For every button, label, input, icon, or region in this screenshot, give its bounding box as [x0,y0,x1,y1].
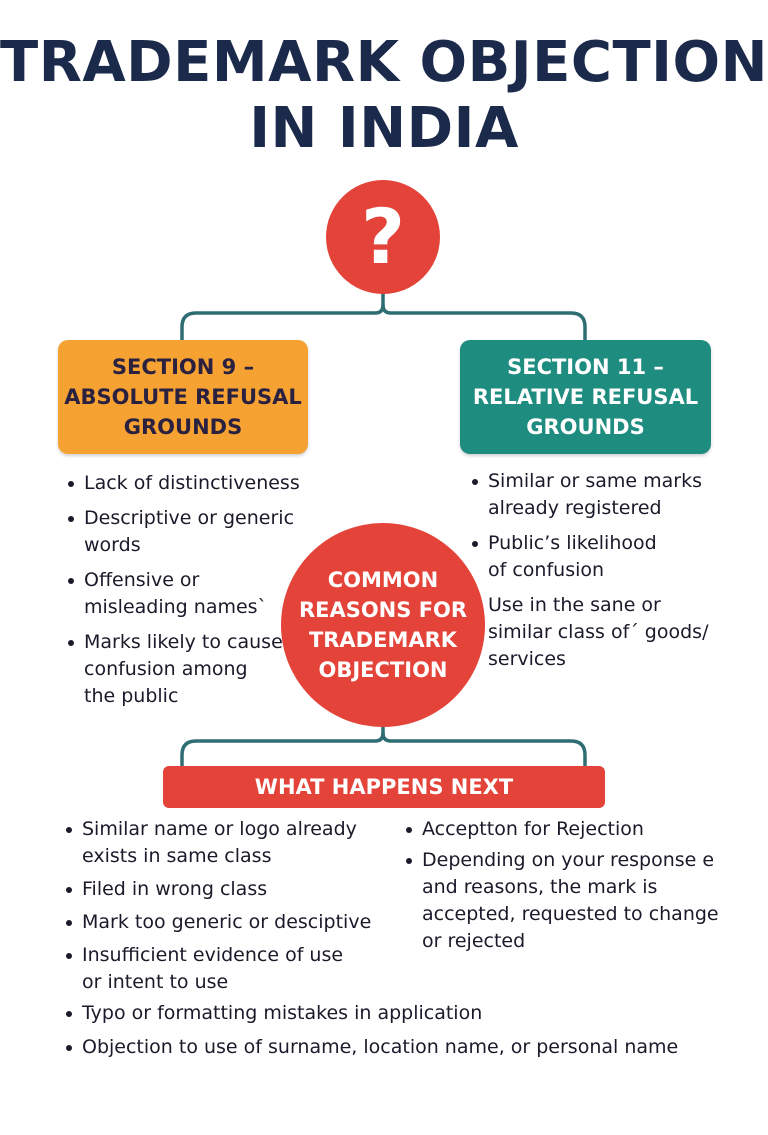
list-item: Depending on your response e and reasons… [404,847,724,955]
section-9-box: SECTION 9 – ABSOLUTE REFUSAL GROUNDS [58,340,308,454]
reasons-list-full: Typo or formatting mistakes in applicati… [64,1000,744,1069]
list-item-line: Mark too generic or desciptive [82,911,372,933]
center-line: OBJECTION [318,658,448,682]
section-11-heading-line: RELATIVE REFUSAL [472,385,699,409]
list-item: Public’s likelihood of confusion [470,530,730,584]
top-connector [180,292,385,342]
top-connector-right [381,303,587,342]
list-item-line: of confusion [488,559,605,581]
title-line-2: IN INDIA [249,96,519,161]
list-item-line: or intent to use [82,971,229,993]
section-9-list: Lack of distinctiveness Descriptive or g… [66,470,316,718]
list-item-line: accepted, requested to change [422,903,719,925]
list-item-line: and reasons, the mark is [422,876,658,898]
section-9-heading-line: SECTION 9 – [111,355,255,379]
list-item-line: confusion among [84,658,248,680]
list-item-line: Marks likely to cause [84,631,283,653]
section-11-box: SECTION 11 – RELATIVE REFUSAL GROUNDS [460,340,711,454]
bottom-connector-right [381,731,587,768]
list-item: Offensive or misleading names` [66,567,316,621]
list-item-line: Depending on your response e [422,849,715,871]
list-item-line: already registered [488,497,662,519]
reasons-list-left: Similar name or logo already exists in s… [64,816,424,1002]
list-item: Use in the sane or similar class of´ goo… [470,592,730,673]
list-item: Filed in wrong class [64,876,424,903]
list-item-line: Lack of distinctiveness [84,472,300,494]
list-item: Objection to use of surname, location na… [64,1034,744,1061]
list-item-line: similar class of´ goods/ [488,621,709,643]
list-item-line: Filed in wrong class [82,878,268,900]
next-steps-list: Acceptton for Rejection Depending on you… [404,816,724,963]
list-item: Acceptton for Rejection [404,816,724,843]
list-item: Mark too generic or desciptive [64,909,424,936]
common-reasons-circle: COMMON REASONS FOR TRADEMARK OBJECTION [281,523,485,727]
section-11-list: Similar or same marks already registered… [470,468,730,681]
list-item-line: misleading names` [84,596,268,618]
section-9-heading-line: GROUNDS [123,415,243,439]
list-item: Lack of distinctiveness [66,470,316,497]
list-item-line: Similar name or logo already [82,818,357,840]
section-11-heading-line: SECTION 11 – [507,355,664,379]
center-line: TRADEMARK [308,628,458,652]
list-item-line: the public [84,685,179,707]
list-item-line: Similar or same marks [488,470,703,492]
list-item-line: services [488,648,566,670]
bottom-connector [180,725,385,768]
section-11-heading-line: GROUNDS [526,415,645,439]
list-item-line: Offensive or [84,569,200,591]
page-title: TRADEMARK OBJECTION IN INDIA [0,30,768,162]
list-item-line: Public’s likelihood [488,532,657,554]
list-item-line: Descriptive or generic [84,507,295,529]
list-item-line: Insufficient evidence of use [82,944,344,966]
center-line: COMMON [327,568,439,592]
list-item: Descriptive or generic words [66,505,316,559]
list-item-line: Use in the sane or [488,594,661,616]
list-item-line: or rejected [422,930,526,952]
list-item-line: Objection to use of surname, location na… [82,1036,679,1058]
list-item: Marks likely to cause confusion among th… [66,629,316,710]
list-item-line: Typo or formatting mistakes in applicati… [82,1002,483,1024]
list-item: Similar name or logo already exists in s… [64,816,424,870]
question-circle: ? [326,180,440,294]
center-line: REASONS FOR [298,598,468,622]
list-item-line: words [84,534,141,556]
section-9-heading-line: ABSOLUTE REFUSAL [64,385,302,409]
list-item-line: Acceptton for Rejection [422,818,644,840]
list-item-line: exists in same class [82,845,272,867]
title-line-1: TRADEMARK OBJECTION [0,30,768,95]
what-happens-next-bar: WHAT HAPPENS NEXT [163,766,605,808]
list-item: Insufficient evidence of use or intent t… [64,942,424,996]
list-item: Typo or formatting mistakes in applicati… [64,1000,744,1027]
question-mark-icon: ? [360,192,406,281]
list-item: Similar or same marks already registered [470,468,730,522]
